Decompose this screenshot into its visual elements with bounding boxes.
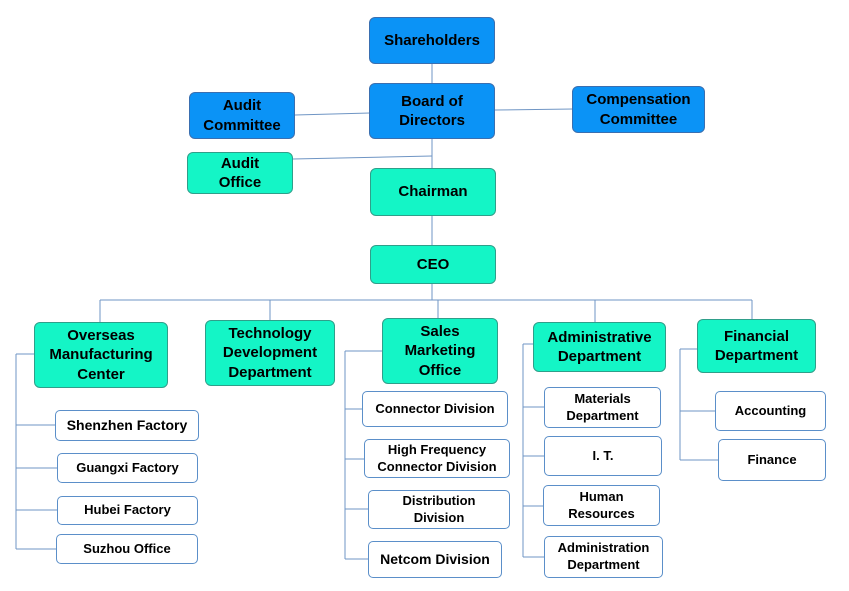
unit-suzhou-office[interactable]: Suzhou Office	[56, 534, 198, 564]
department-financial[interactable]: Financial Department	[697, 319, 816, 373]
board-of-directors-box[interactable]: Board of Directors	[369, 83, 495, 139]
department-overseas-manufacturing[interactable]: Overseas Manufacturing Center	[34, 322, 168, 388]
unit-netcom-division[interactable]: Netcom Division	[368, 541, 502, 578]
unit-finance[interactable]: Finance	[718, 439, 826, 481]
audit-office-box[interactable]: Audit Office	[187, 152, 293, 194]
compensation-committee-box[interactable]: Compensation Committee	[572, 86, 705, 133]
unit-connector-division[interactable]: Connector Division	[362, 391, 508, 427]
department-technology-development[interactable]: Technology Development Department	[205, 320, 335, 386]
audit-committee-box[interactable]: Audit Committee	[189, 92, 295, 139]
unit-high-frequency-connector-division[interactable]: High Frequency Connector Division	[364, 439, 510, 478]
unit-accounting[interactable]: Accounting	[715, 391, 826, 431]
chairman-box[interactable]: Chairman	[370, 168, 496, 216]
unit-guangxi-factory[interactable]: Guangxi Factory	[57, 453, 198, 483]
unit-materials-department[interactable]: Materials Department	[544, 387, 661, 428]
unit-distribution-division[interactable]: Distribution Division	[368, 490, 510, 529]
department-administrative[interactable]: Administrative Department	[533, 322, 666, 372]
department-sales-marketing[interactable]: Sales Marketing Office	[382, 318, 498, 384]
shareholders-box[interactable]: Shareholders	[369, 17, 495, 64]
unit-administration-department[interactable]: Administration Department	[544, 536, 663, 578]
ceo-box[interactable]: CEO	[370, 245, 496, 284]
unit-hubei-factory[interactable]: Hubei Factory	[57, 496, 198, 525]
unit-shenzhen-factory[interactable]: Shenzhen Factory	[55, 410, 199, 441]
unit-human-resources[interactable]: Human Resources	[543, 485, 660, 526]
unit-it[interactable]: I. T.	[544, 436, 662, 476]
